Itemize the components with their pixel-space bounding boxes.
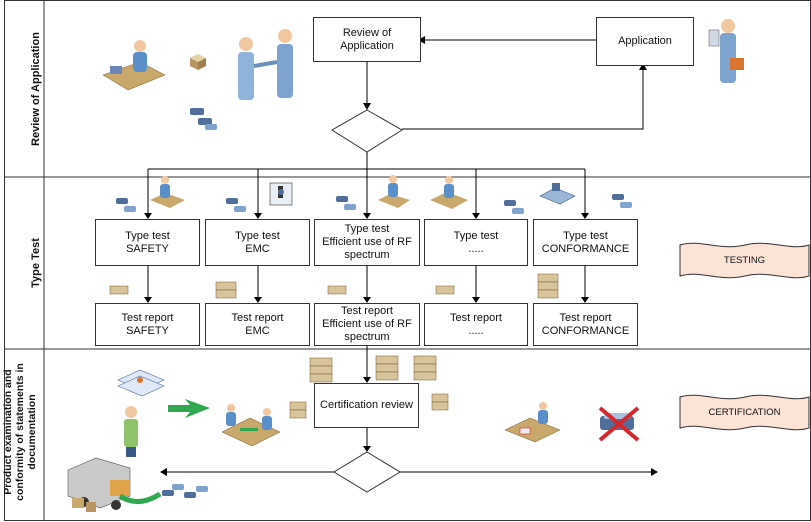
type-test-conformance-box: Type test CONFORMANCE (533, 219, 638, 266)
type-test-rf-label: Type test Efficient use of RF spectrum (322, 223, 412, 261)
test-report-emc-box: Test report EMC (205, 303, 310, 346)
test-report-conformance-label: Test report CONFORMANCE (541, 311, 630, 337)
certification-review-label: Certification review (320, 399, 413, 411)
review-of-application-label: Review of Application (340, 26, 394, 52)
certification-banner-label: CERTIFICATION (708, 407, 781, 418)
test-report-rf-label: Test report Efficient use of RF spectrum (322, 305, 412, 343)
test-report-emc-label: Test report EMC (231, 311, 284, 337)
type-test-safety-label: Type test SAFETY (125, 229, 170, 255)
lane-label-type-test: Type Test (30, 238, 42, 288)
application-label: Application (618, 35, 672, 47)
test-report-conformance-box: Test report CONFORMANCE (533, 303, 638, 346)
application-box: Application (596, 17, 694, 66)
certification-review-box: Certification review (314, 383, 419, 428)
decision-diamond-certification (333, 451, 401, 493)
decision-diamond-review (331, 109, 403, 153)
green-arrow-icon (168, 399, 210, 418)
test-report-rf-box: Test report Efficient use of RF spectrum (314, 303, 420, 346)
lane-label-review: Review of Application (30, 32, 42, 146)
type-test-emc-label: Type test EMC (235, 229, 280, 255)
test-report-safety-box: Test report SAFETY (95, 303, 200, 346)
type-test-emc-box: Type test EMC (205, 219, 310, 266)
type-test-conformance-label: Type test CONFORMANCE (541, 229, 630, 255)
type-test-other-box: Type test ..... (424, 219, 528, 266)
review-of-application-box: Review of Application (313, 17, 421, 62)
test-report-other-box: Test report ..... (424, 303, 528, 346)
test-report-safety-label: Test report SAFETY (121, 311, 174, 337)
type-test-safety-box: Type test SAFETY (95, 219, 200, 266)
test-report-other-label: Test report ..... (450, 311, 502, 337)
rejected-phone-icon (598, 406, 640, 442)
lane-label-product-examination: Product examination and conformity of st… (2, 363, 38, 501)
type-test-other-label: Type test ..... (453, 229, 499, 255)
type-test-rf-box: Type test Efficient use of RF spectrum (314, 219, 420, 266)
testing-banner-label: TESTING (723, 255, 766, 266)
